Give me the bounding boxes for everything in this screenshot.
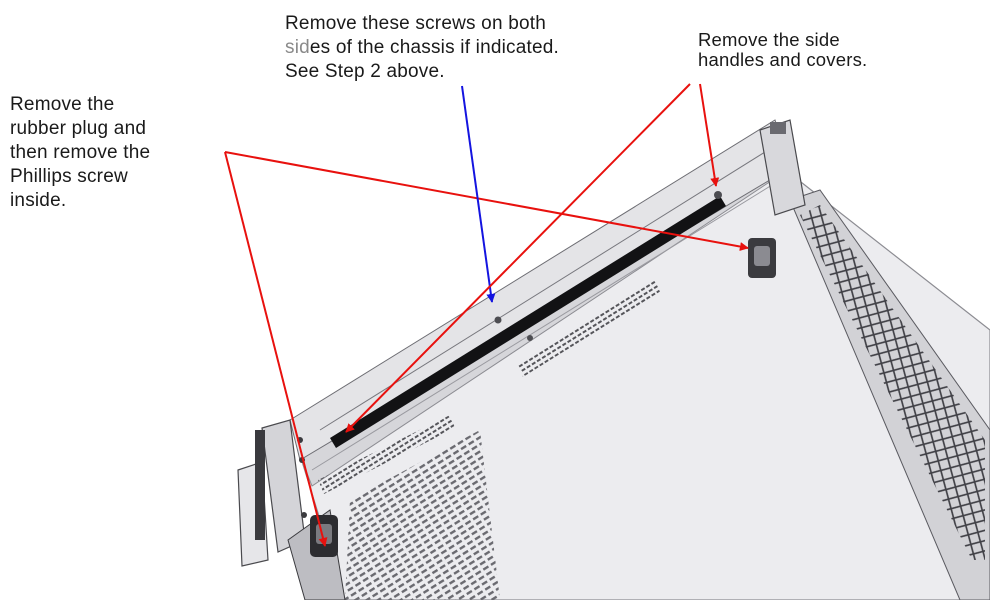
callout-line: Remove the side xyxy=(698,29,840,50)
callout-line: sides of the chassis if indicated. xyxy=(285,36,559,60)
rubber-plug-front xyxy=(310,515,338,557)
arrow-screws-blue xyxy=(461,85,496,303)
arrow-handle-front xyxy=(345,83,691,433)
callout-line: handles and covers. xyxy=(698,49,868,70)
callout-chassis-screws: Remove these screws on both sides of the… xyxy=(285,12,559,84)
callout-line: then remove the xyxy=(10,142,151,163)
chassis-screw xyxy=(494,316,502,324)
callout-line: Remove these screws on both xyxy=(285,13,546,34)
side-handle-screw xyxy=(714,191,722,199)
callout-line: See Step 2 above. xyxy=(285,61,445,82)
arrow-handle-rear xyxy=(699,83,720,187)
callout-side-handles: Remove the side handles and covers. xyxy=(698,30,867,70)
callout-fragment-muted: sid xyxy=(285,37,310,58)
callout-rubber-plug: Remove the rubber plug and then remove t… xyxy=(10,93,150,213)
callout-line: inside. xyxy=(10,190,67,211)
top-vent-grille xyxy=(318,280,660,494)
rubber-plug-rear xyxy=(748,238,776,278)
arrow-plug-front xyxy=(224,151,328,547)
rear-bracket xyxy=(759,119,806,216)
callout-arrows xyxy=(224,83,749,547)
bottom-vent-grille xyxy=(345,430,500,600)
callout-fragment: es of the chassis if indicated. xyxy=(309,37,559,58)
side-mesh-panel xyxy=(789,189,990,600)
callout-line: rubber plug and xyxy=(10,118,147,139)
arrow-plug-rear xyxy=(224,151,749,251)
callout-line: Phillips screw xyxy=(10,166,128,187)
callout-line: Remove the xyxy=(10,94,115,115)
chassis-screw xyxy=(527,335,533,341)
